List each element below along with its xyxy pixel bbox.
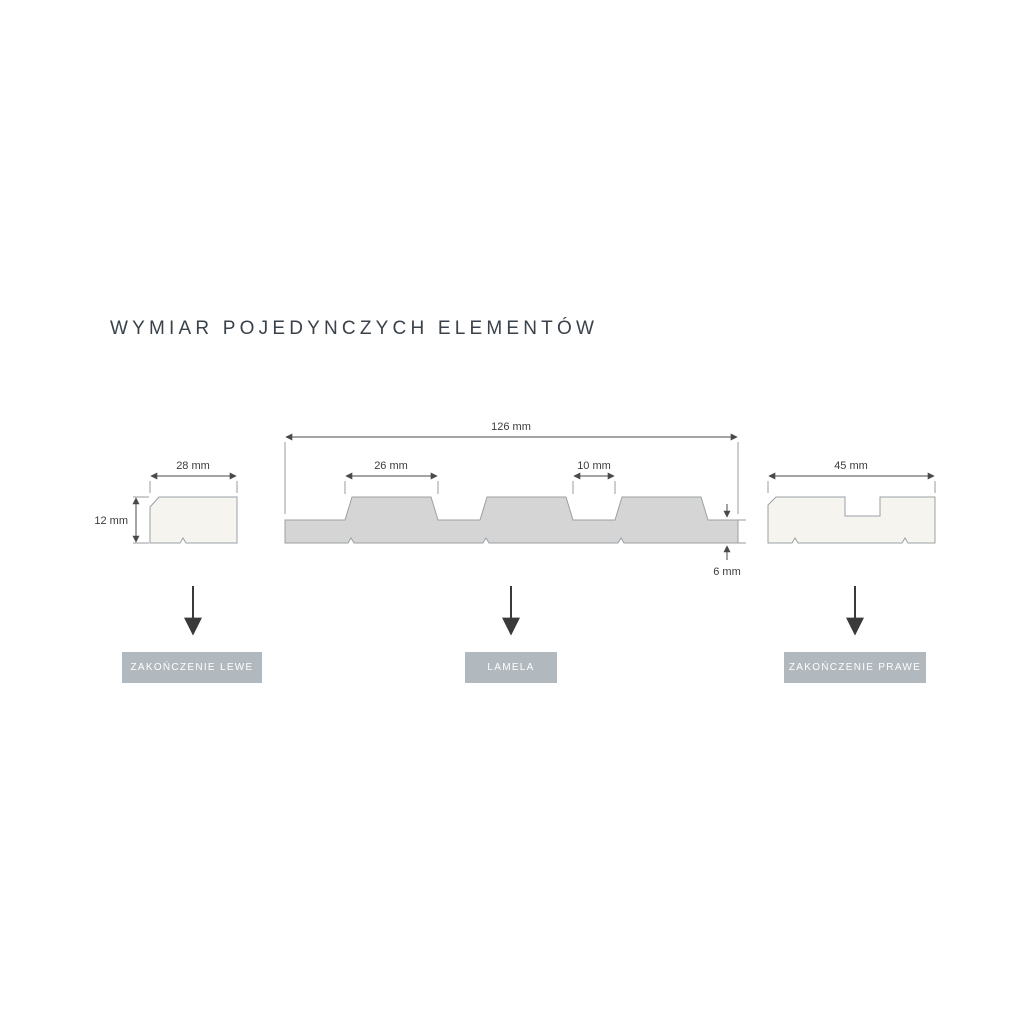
diagram-title: WYMIAR POJEDYNCZYCH ELEMENTÓW [110, 318, 599, 339]
left-end-profile [149, 496, 238, 544]
label-lamela: LAMELA [465, 652, 557, 683]
pointer-arrows [184, 586, 864, 636]
label-left-end: ZAKOŃCZENIE LEWE [122, 652, 262, 683]
dim-text-base-thickness: 6 mm [713, 566, 741, 578]
dim-text-profile-height: 12 mm [94, 515, 128, 527]
label-left-end-text: ZAKOŃCZENIE LEWE [130, 662, 254, 673]
dim-text-left-end-width: 28 mm [176, 460, 210, 472]
extension-lines [133, 442, 936, 544]
dim-text-slat-width: 26 mm [374, 460, 408, 472]
lamela-profile [284, 496, 739, 544]
right-end-profile [767, 496, 936, 544]
label-right-end: ZAKOŃCZENIE PRAWE [784, 652, 926, 683]
label-lamela-text: LAMELA [487, 662, 535, 673]
dim-text-right-end-width: 45 mm [834, 460, 868, 472]
label-right-end-text: ZAKOŃCZENIE PRAWE [788, 662, 922, 673]
dim-text-total-width: 126 mm [491, 421, 531, 433]
dimension-lines [132, 433, 935, 560]
dim-text-groove-width: 10 mm [577, 460, 611, 472]
